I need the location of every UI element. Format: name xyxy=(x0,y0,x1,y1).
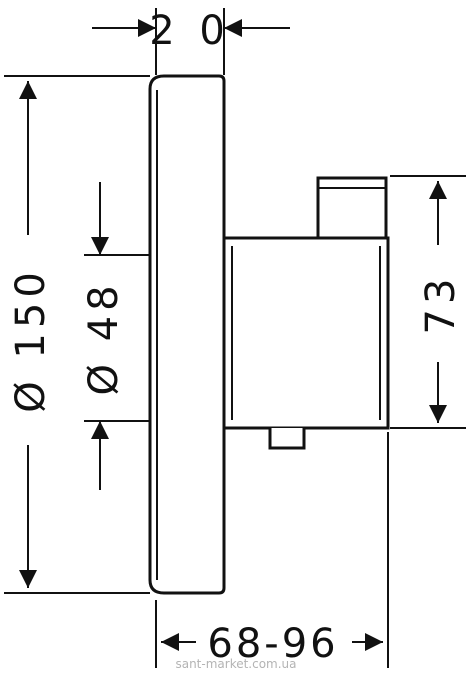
dim-label-inner-diameter: Ø 48 xyxy=(81,280,127,395)
dimension-overall-height: Ø 150 xyxy=(4,75,150,594)
dimension-inner-diameter: Ø 48 xyxy=(81,182,150,490)
watermark: sant-market.com.ua xyxy=(175,657,296,671)
dim-label-side-height: 73 xyxy=(418,274,464,335)
dimension-depth: 68-96 xyxy=(155,432,389,668)
dim-label-depth: 68-96 xyxy=(207,621,338,667)
valve-top-cap xyxy=(316,176,388,240)
thermostat-outline xyxy=(148,74,390,595)
dimension-top-width: 2 0 xyxy=(92,8,290,75)
valve-body xyxy=(222,236,390,430)
dim-label-top-width: 2 0 xyxy=(149,8,231,54)
dimension-side-height: 73 xyxy=(390,175,466,429)
bottom-spindle xyxy=(268,428,306,450)
cover-plate xyxy=(148,74,226,595)
dim-label-overall-height: Ø 150 xyxy=(8,267,54,413)
